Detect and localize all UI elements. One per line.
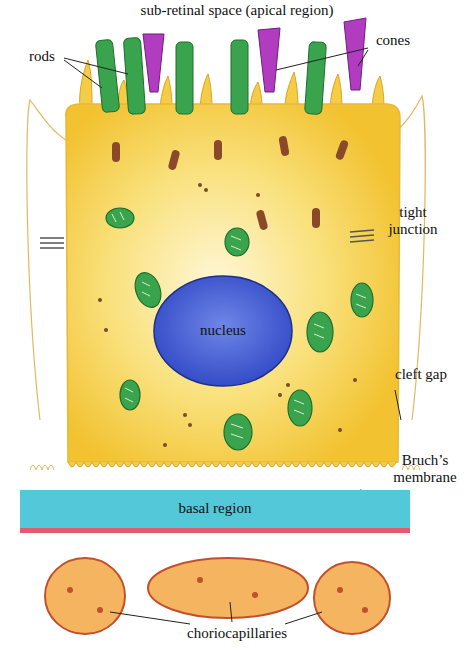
- region-label: sub-retinal space (apical region): [0, 2, 474, 19]
- part-label: cleft gap: [376, 366, 466, 383]
- part-label: cones: [368, 32, 418, 49]
- node-text: basal region: [179, 500, 252, 517]
- part-label: rods: [20, 48, 64, 65]
- part-label: Bruch’s membrane: [380, 452, 470, 487]
- part-label: choriocapillaries: [0, 625, 474, 642]
- part-label: tight junction: [377, 204, 449, 239]
- nucleus-shape: nucleus: [152, 274, 294, 388]
- node-text: nucleus: [200, 322, 246, 339]
- basal-region-band: basal region: [20, 490, 410, 528]
